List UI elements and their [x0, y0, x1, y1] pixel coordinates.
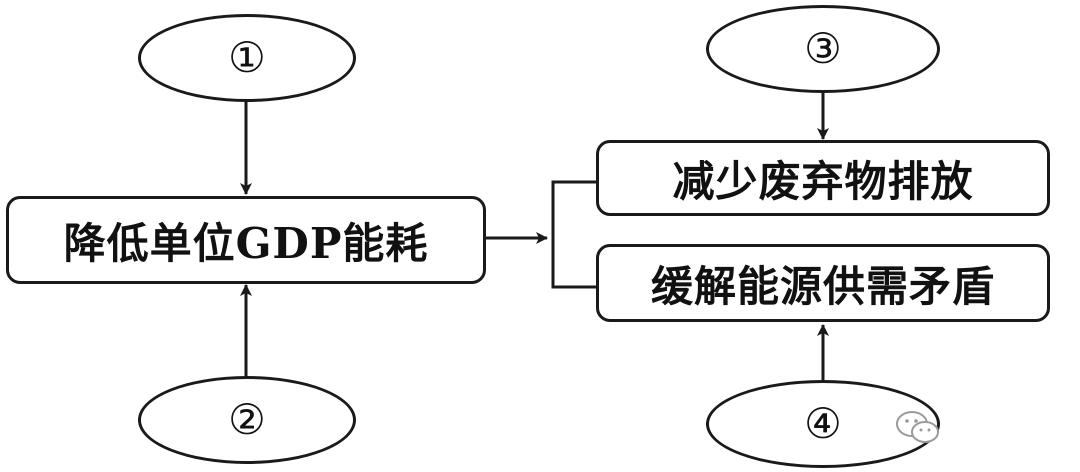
circle-2-node: ② — [138, 376, 356, 464]
circle-2-label: ② — [228, 395, 266, 444]
circle-3-label: ③ — [804, 24, 842, 73]
left-box-label: 降低单位GDP能耗 — [63, 218, 429, 268]
top-right-box-node: 减少废弃物排放 — [596, 140, 1050, 216]
circle-1-node: ① — [138, 14, 356, 102]
circle-3-node: ③ — [706, 5, 940, 93]
circle-4-node: ④ — [706, 380, 940, 468]
bracket-connector — [551, 180, 596, 289]
bottom-right-box-node: 缓解能源供需矛盾 — [596, 244, 1050, 322]
circle-4-label: ④ — [804, 399, 842, 448]
top-right-box-label: 减少废弃物排放 — [672, 156, 974, 206]
bottom-right-box-label: 缓解能源供需矛盾 — [650, 261, 995, 311]
wechat-logo-icon — [896, 411, 939, 443]
left-box-node: 降低单位GDP能耗 — [6, 196, 486, 284]
circle-1-label: ① — [228, 33, 266, 82]
